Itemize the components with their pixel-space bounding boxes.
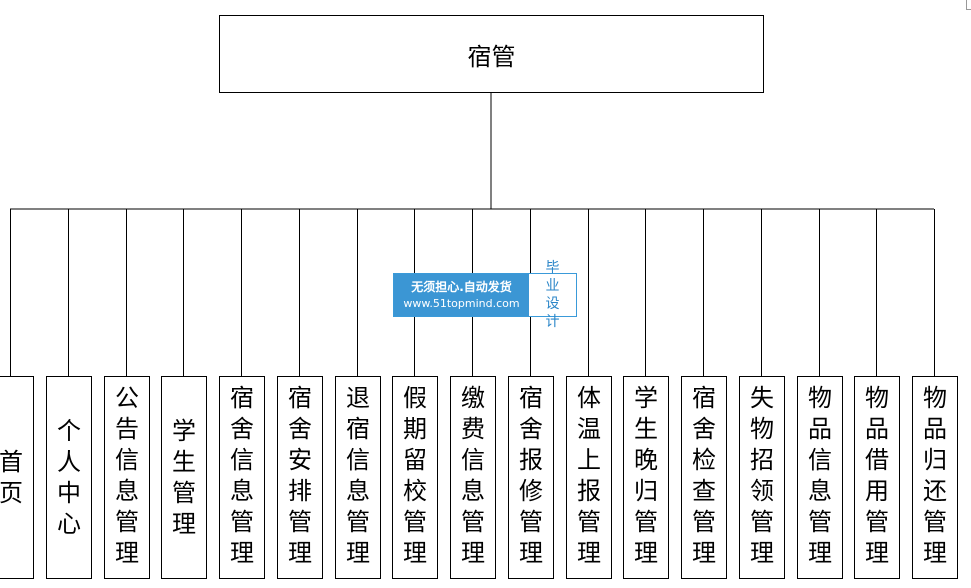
child-node-label: 首页 (0, 447, 23, 507)
child-node-label: 物品借用管理 (865, 384, 889, 567)
page-corner-mark (966, 0, 971, 10)
child-node: 失物招领管理 (739, 376, 785, 579)
child-node: 假期留校管理 (392, 376, 438, 579)
child-node-label: 物品信息管理 (808, 384, 832, 567)
child-node-label: 退宿信息管理 (346, 384, 370, 567)
child-node: 体温上报管理 (566, 376, 612, 579)
watermark-url: www.51topmind.com (403, 296, 520, 310)
child-node: 学生晚归管理 (623, 376, 669, 579)
child-node-label: 物品归还管理 (923, 384, 947, 567)
watermark-badge: 无须担心.自动发货 www.51topmind.com 毕业设计 (393, 260, 577, 330)
child-node: 宿舍报修管理 (508, 376, 554, 579)
child-node: 宿舍安排管理 (277, 376, 323, 579)
child-node-label: 公告信息管理 (115, 384, 139, 567)
child-node-label: 宿舍信息管理 (230, 384, 254, 567)
root-node-label: 宿管 (467, 42, 516, 71)
child-node: 学生管理 (161, 376, 207, 579)
child-node-label: 学生管理 (172, 416, 196, 538)
child-node-label: 假期留校管理 (403, 384, 427, 567)
watermark-text-block: 无须担心.自动发货 www.51topmind.com (394, 274, 529, 316)
child-node: 物品归还管理 (912, 376, 958, 579)
child-node-label: 个人中心 (57, 416, 81, 538)
child-node-label: 宿舍报修管理 (519, 384, 543, 567)
child-node-label: 失物招领管理 (750, 384, 774, 567)
child-node: 公告信息管理 (104, 376, 150, 579)
child-node-label: 宿舍安排管理 (288, 384, 312, 567)
child-node-label: 宿舍检查管理 (692, 384, 716, 567)
child-node: 物品借用管理 (854, 376, 900, 579)
child-node: 个人中心 (46, 376, 92, 579)
child-node-label: 学生晚归管理 (634, 384, 658, 567)
watermark-line1: 无须担心.自动发货 (411, 279, 512, 294)
child-node: 物品信息管理 (797, 376, 843, 579)
child-node-label: 体温上报管理 (577, 384, 601, 567)
watermark-badge-text: 毕业设计 (545, 260, 560, 330)
child-node: 退宿信息管理 (335, 376, 381, 579)
child-node: 首页 (0, 376, 34, 579)
child-node: 宿舍检查管理 (681, 376, 727, 579)
child-node: 缴费信息管理 (450, 376, 496, 579)
child-node: 宿舍信息管理 (219, 376, 265, 579)
root-node: 宿管 (219, 15, 764, 93)
child-node-label: 缴费信息管理 (461, 384, 485, 567)
